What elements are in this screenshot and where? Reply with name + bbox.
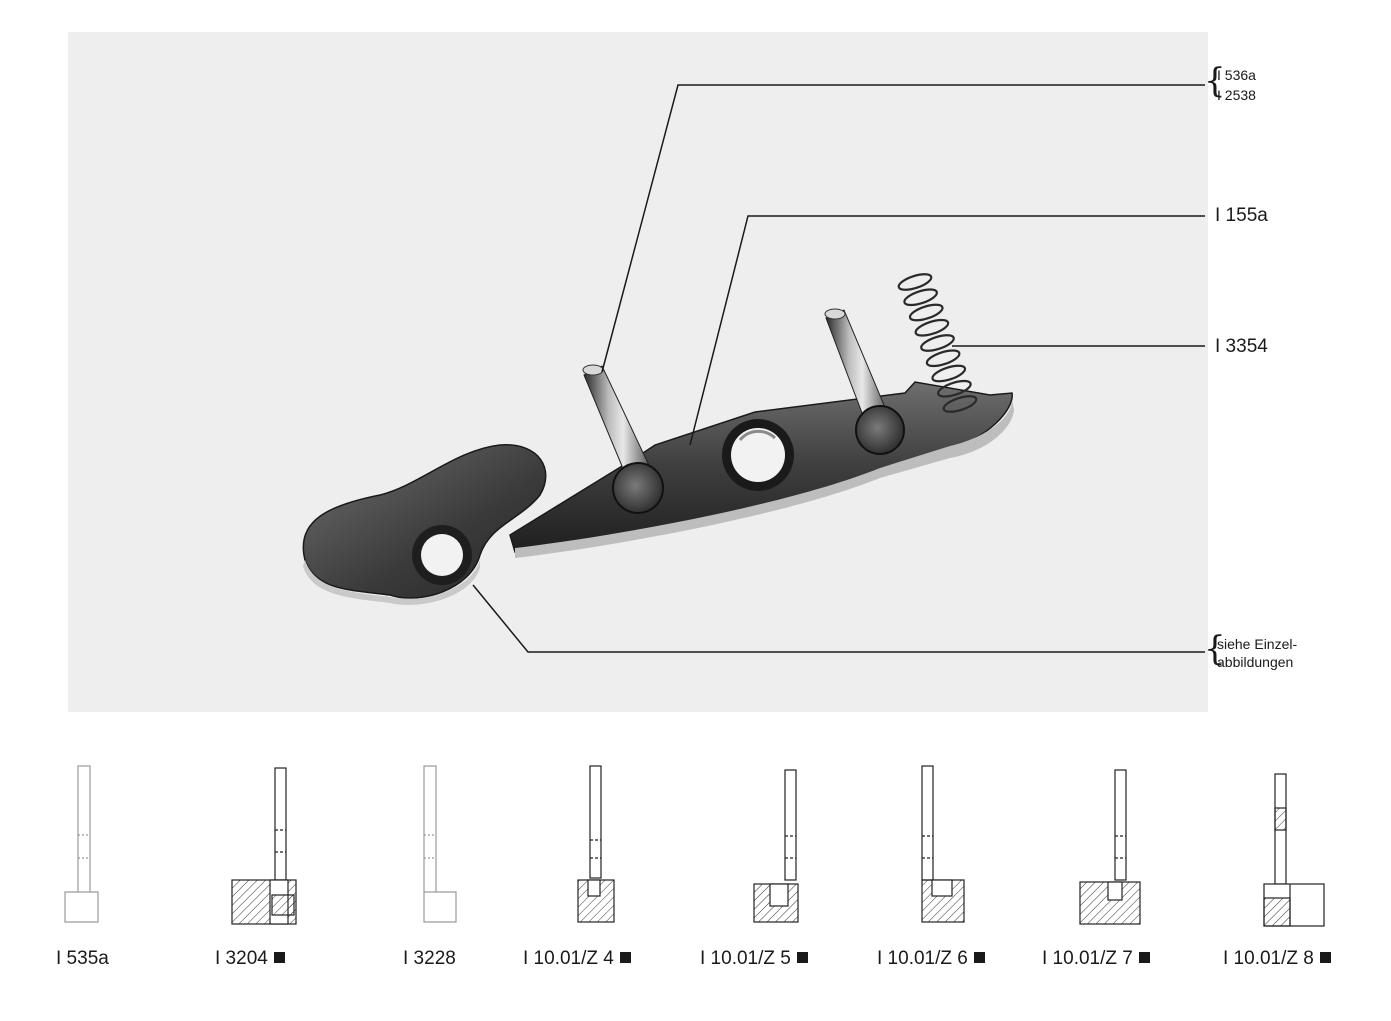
callout-pin-bottom: I 2538 [1217,87,1256,103]
section-drawing-8 [1263,773,1325,927]
spring-coil [908,303,944,322]
callout-spring: I 3354 [1215,336,1268,357]
part-label-2: I 3204 [215,948,285,970]
part-label-5: I 10.01/Z 5 [700,948,808,970]
brace-pins: { [1204,61,1226,101]
spring-coil [903,288,938,307]
pin-left [582,364,664,514]
part-label-8: I 10.01/Z 8 [1223,948,1331,970]
spring-coil [937,379,972,398]
callout-lever: I 155a [1215,205,1268,226]
marker-square [619,952,631,963]
photo-background [68,32,1208,712]
spring-coil [914,318,950,337]
brace-note: { [1204,629,1226,669]
section-drawing-3 [423,765,457,923]
spring-part [897,273,978,413]
spring-coil [931,364,967,383]
marker-square [1319,952,1331,963]
spring-coil [942,395,978,413]
section-drawing-6 [921,765,965,923]
section-drawings [64,765,1325,927]
marker-square [273,952,285,963]
spring-coil [897,273,933,291]
callout-pin-top: I 536a [1217,67,1256,83]
part-label-7: I 10.01/Z 7 [1042,948,1150,970]
pin-right [824,308,905,455]
callout-note-line1: siehe Einzel- [1217,636,1298,652]
marker-square [796,952,808,963]
marker-square [973,952,985,963]
spring-coil [920,334,955,352]
section-drawing-5 [753,769,799,923]
part-label-6: I 10.01/Z 6 [877,948,985,970]
section-drawing-2 [231,767,297,925]
leader-lines [472,84,1205,653]
marker-square [1138,952,1150,963]
callout-note-line2: abbildungen [1217,654,1294,670]
section-drawing-7 [1079,769,1141,925]
section-drawing-4 [577,765,615,923]
spring-coil [925,349,961,368]
cam-lever-part [302,444,547,605]
section-drawing-1 [64,765,99,923]
part-label-1: I 535a [56,948,109,969]
part-label-3: I 3228 [403,948,456,969]
part-label-4: I 10.01/Z 4 [523,948,631,970]
